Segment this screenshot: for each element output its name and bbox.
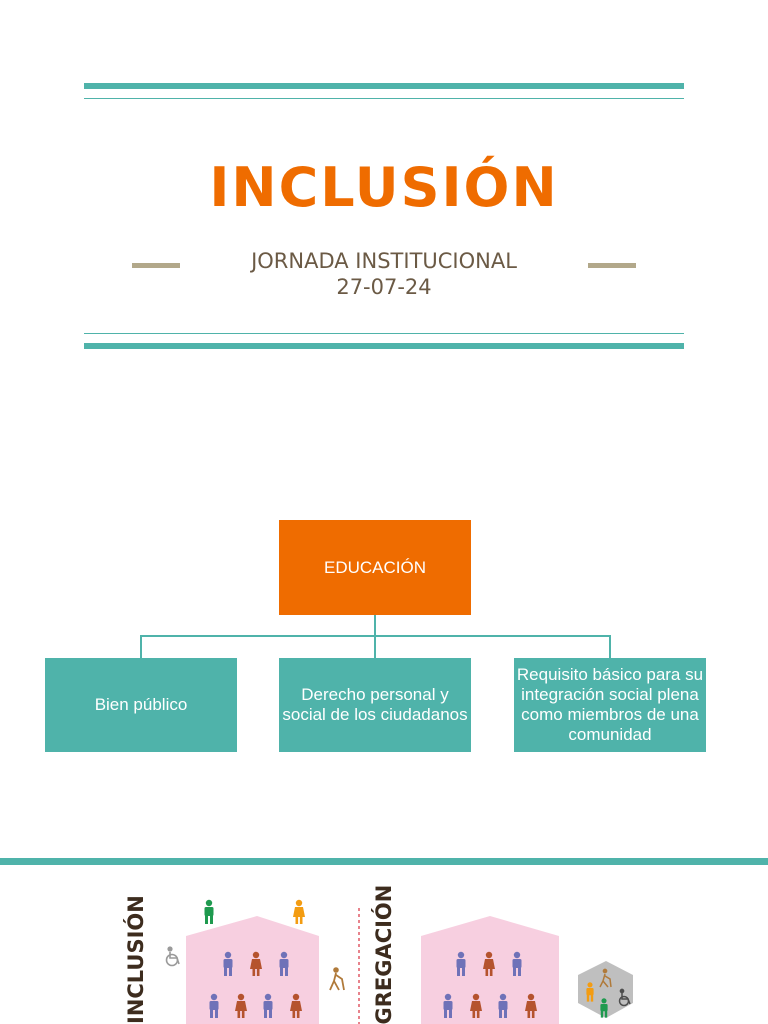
label-inclusion-visible: INCLUSIÓN [124,895,148,1024]
label-segregation-text: SEGREGACIÓN [372,884,396,1024]
subtitle-line-2: 27-07-24 [336,275,432,299]
label-segregation-visible: SEGREGACIÓN [372,885,396,1024]
wheelchair-icon [165,946,180,967]
diagram-root-label: EDUCACIÓN [323,557,426,577]
diagram-root-box: EDUCACIÓN [279,520,471,615]
inclusion-illustration-slide: INCLUSIÓN SEGREGACIÓN [0,858,768,1024]
label-inclusion-text: INCLUSIÓN [124,895,148,1024]
separate-group [578,961,633,1018]
slide3-top-bar [0,858,768,865]
page-title: INCLUSIÓN [209,156,559,219]
right-dash [588,263,636,268]
subtitle-line-1: JORNADA INSTITUCIONAL [251,249,517,273]
left-dash [132,263,180,268]
walking-cane-icon [329,967,345,991]
diagram-child-label-3: Requisito básico para su integración soc… [516,665,704,744]
education-diagram-slide: EDUCACIÓN Bien público Derecho personal … [0,430,768,858]
diagram-child-box-3: Requisito básico para su integración soc… [514,658,706,752]
wheelchair-icon [618,988,631,1007]
top-thin-rule [84,98,684,99]
connector-root [374,615,376,636]
bottom-thick-rule [84,343,684,349]
connector-middle [374,635,376,658]
subtitle: JORNADA INSTITUCIONAL 27-07-24 [0,248,768,300]
illustration-svg [165,899,633,1024]
diagram-child-label-2: Derecho personal y social de los ciudada… [282,685,468,724]
diagram-child-label-1: Bien público [94,695,188,714]
person-icon [293,899,305,924]
top-thick-rule [84,83,684,89]
hexagon-shape [578,961,633,1018]
person-icon [204,899,214,924]
connector-left [140,635,142,658]
diagram-child-box-1: Bien público [45,658,237,752]
bottom-thin-rule [84,333,684,334]
title-slide: INCLUSIÓN JORNADA INSTITUCIONAL 27-07-24 [0,0,768,430]
connector-right [609,635,611,658]
diagram-child-box-2: Derecho personal y social de los ciudada… [279,658,471,752]
walking-cane-icon [599,968,612,988]
